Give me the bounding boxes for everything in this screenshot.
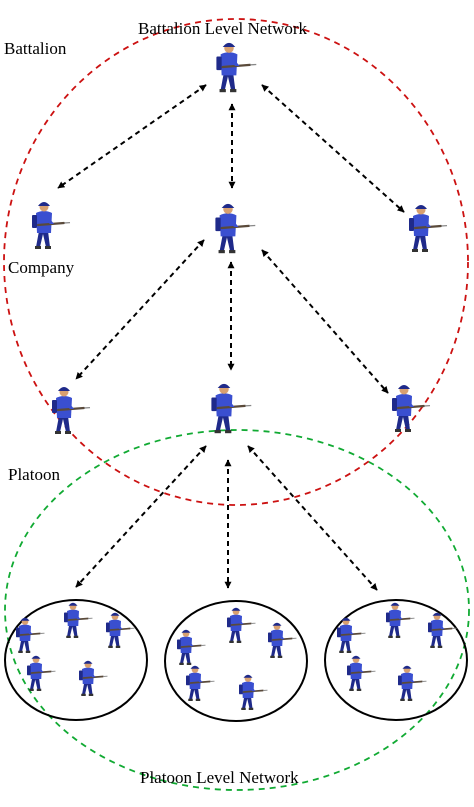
- link-platoon-to-group-right: [247, 445, 378, 591]
- platoon-group-1-ring: [4, 599, 148, 721]
- link-company-to-platoon-left: [75, 239, 205, 380]
- platoon-network-ring: [4, 429, 470, 791]
- soldier-icon-platoon-left: [52, 387, 91, 434]
- soldier-icon-group1-3: [106, 612, 135, 648]
- soldier-icon-group1-2: [64, 602, 93, 638]
- platoon-label: Platoon: [8, 465, 60, 484]
- link-company-to-platoon-right: [261, 249, 389, 394]
- soldier-icon-group3-2: [386, 602, 415, 638]
- soldier-icon-company-center: [215, 203, 256, 254]
- soldier-icon-platoon-center: [211, 383, 252, 434]
- battalion-network-ring: [3, 18, 469, 506]
- company-label: Company: [8, 258, 75, 277]
- soldier-icon-group3-1: [337, 617, 366, 653]
- soldier-icon-group2-5: [239, 674, 268, 710]
- soldier-icon-group1-1: [16, 617, 45, 653]
- battalion-label: Battalion: [4, 39, 67, 58]
- soldier-icon-platoon-right: [392, 385, 431, 432]
- soldier-icon-company-left: [32, 202, 71, 249]
- soldier-icon-group1-5: [79, 660, 108, 696]
- soldier-icon-group3-4: [347, 655, 376, 691]
- battalion-network-label: Battalion Level Network: [138, 19, 308, 38]
- soldier-icon-company-right: [409, 205, 448, 252]
- soldier-icon-group3-3: [428, 612, 457, 648]
- platoon-group-3-ring: [324, 599, 468, 721]
- soldier-icon-battalion: [216, 42, 257, 93]
- soldier-icon-group2-1: [177, 629, 206, 665]
- platoon-network-label: Platoon Level Network: [140, 768, 299, 787]
- soldier-icon-group1-4: [27, 655, 56, 691]
- soldier-icon-group2-3: [268, 622, 297, 658]
- platoon-group-2-ring: [164, 600, 308, 722]
- link-battalion-to-company-right: [261, 84, 405, 213]
- link-platoon-to-group-left: [75, 445, 207, 588]
- soldier-icon-group2-2: [227, 607, 256, 643]
- soldier-icon-group3-5: [398, 665, 427, 701]
- soldier-icon-group2-4: [186, 665, 215, 701]
- link-battalion-to-company-left: [57, 84, 207, 189]
